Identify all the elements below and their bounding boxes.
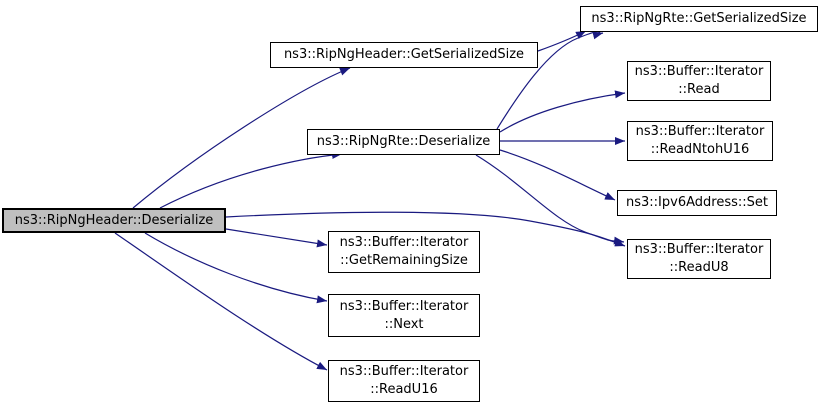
node-ipv6address-set[interactable]: ns3::Ipv6Address::Set <box>617 190 777 216</box>
node-label: ns3::RipNgRte::GetSerializedSize <box>591 11 807 26</box>
node-label: ::ReadU8 <box>669 260 729 275</box>
node-label: ns3::Buffer::Iterator <box>339 235 469 250</box>
node-label: ns3::RipNgRte::Deserialize <box>316 134 491 149</box>
edge-rte-deserialize-to-rte-getserializedsize <box>496 31 604 130</box>
node-label: ::Next <box>384 316 424 332</box>
edge-deserialize-to-header-getserializedsize <box>132 67 351 209</box>
node-label: ns3::RipNgHeader::Deserialize <box>14 212 214 228</box>
node-buffer-iterator-read[interactable]: ns3::Buffer::Iterator ::Read <box>627 61 771 101</box>
node-buffer-iterator-next[interactable]: ns3::Buffer::Iterator ::Next <box>328 294 480 337</box>
node-label: ns3::Buffer::Iterator <box>339 364 469 379</box>
node-ripngrte-getserializedsize[interactable]: ns3::RipNgRte::GetSerializedSize <box>580 6 818 32</box>
node-buffer-iterator-getremainingsize[interactable]: ns3::Buffer::Iterator ::GetRemainingSize <box>328 231 480 273</box>
node-label: ns3::Buffer::Iterator <box>339 298 469 314</box>
edge-rte-deserialize-to-ipv6address-set <box>499 149 616 201</box>
node-ripngheader-getserializedsize[interactable]: ns3::RipNgHeader::GetSerializedSize <box>270 42 538 68</box>
node-label: ::GetRemainingSize <box>340 253 468 268</box>
edge-deserialize-to-rte-deserialize <box>159 151 343 209</box>
node-buffer-iterator-readu16[interactable]: ns3::Buffer::Iterator ::ReadU16 <box>328 360 480 402</box>
edge-deserialize-to-readu16 <box>114 232 328 371</box>
edge-deserialize-to-getremainingsize <box>225 228 328 248</box>
edge-deserialize-to-next <box>144 232 328 304</box>
node-label: ns3::Buffer::Iterator <box>635 124 765 139</box>
node-label: ::Read <box>678 82 720 97</box>
node-label: ns3::Ipv6Address::Set <box>626 195 768 210</box>
node-label: ns3::Buffer::Iterator <box>634 64 764 79</box>
node-ripngrte-deserialize[interactable]: ns3::RipNgRte::Deserialize <box>307 129 500 155</box>
edge-rte-deserialize-to-read <box>499 90 626 133</box>
node-ripngheader-deserialize: ns3::RipNgHeader::Deserialize <box>2 208 226 233</box>
node-label: ::ReadU16 <box>370 382 438 397</box>
edge-rte-deserialize-to-readu8 <box>475 154 625 245</box>
node-buffer-iterator-readu8[interactable]: ns3::Buffer::Iterator ::ReadU8 <box>627 239 771 279</box>
node-label: ns3::RipNgHeader::GetSerializedSize <box>283 47 525 62</box>
edge-header-getserializedsize-to-rte-getserializedsize <box>537 30 587 52</box>
node-buffer-iterator-readntohu16[interactable]: ns3::Buffer::Iterator ::ReadNtohU16 <box>627 121 773 161</box>
node-label: ns3::Buffer::Iterator <box>634 242 764 257</box>
node-label: ::ReadNtohU16 <box>650 142 750 157</box>
